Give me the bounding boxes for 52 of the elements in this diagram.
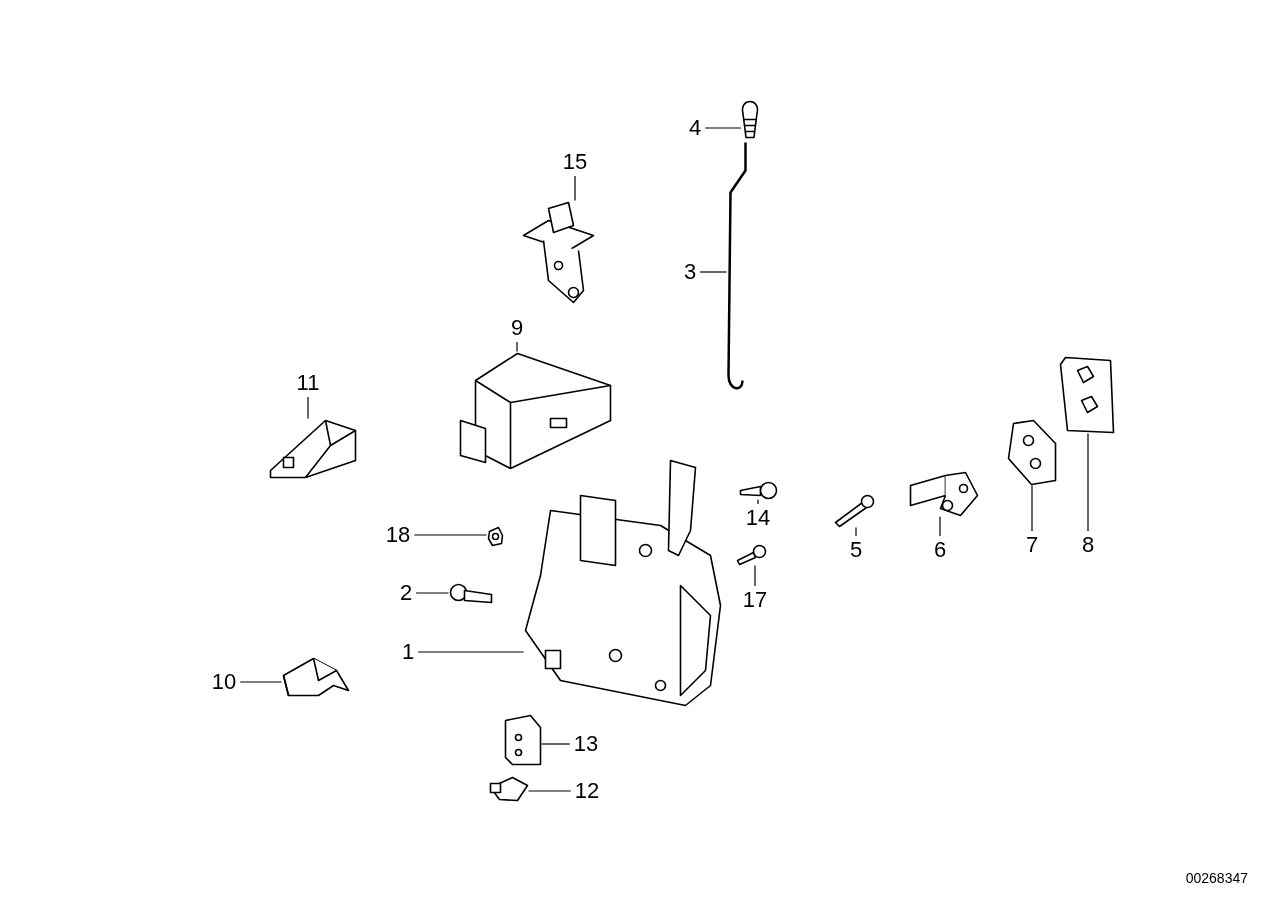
callout-number: 15 [562, 151, 588, 173]
rod-drawing [726, 140, 747, 390]
callout-number: 17 [742, 589, 768, 611]
callout-number: 2 [399, 582, 413, 604]
nut-drawing [486, 525, 504, 547]
leader-line [540, 743, 571, 745]
leader-line [1031, 484, 1033, 532]
leader-line [574, 175, 576, 202]
leader-line [699, 271, 728, 273]
plate-drawing [1058, 355, 1115, 434]
leader-line [417, 651, 525, 653]
callout-number: 5 [849, 539, 863, 561]
screw-drawing [738, 480, 778, 500]
callout-number: 14 [745, 507, 771, 529]
callout-number: 11 [296, 372, 320, 394]
leader-line [754, 564, 756, 587]
knob-drawing [741, 99, 759, 139]
callout-number: 4 [688, 117, 702, 139]
leader-line [307, 396, 309, 420]
callout-number: 10 [211, 671, 237, 693]
screw-drawing [735, 543, 767, 566]
bolt-drawing [448, 582, 493, 604]
callout-number: 12 [574, 780, 600, 802]
clip-drawing [281, 656, 350, 697]
plate-drawing [1006, 418, 1057, 486]
callout-number: 8 [1081, 534, 1095, 556]
leader-line [757, 498, 759, 505]
bracket-drawing [908, 470, 979, 517]
callout-number: 7 [1025, 534, 1039, 556]
latch-drawing [521, 200, 595, 304]
callout-number: 18 [385, 524, 411, 546]
leader-line [239, 681, 283, 683]
callout-number: 3 [683, 261, 697, 283]
callout-number: 6 [933, 539, 947, 561]
drawing-number: 00268347 [1185, 870, 1248, 886]
leader-line [704, 127, 742, 129]
wedge-drawing [268, 418, 357, 479]
leader-line [1087, 432, 1089, 532]
leader-line [516, 341, 518, 353]
callout-number: 1 [401, 641, 415, 663]
screw-drawing [833, 493, 875, 528]
leader-line [415, 592, 450, 594]
leader-line [855, 526, 857, 537]
leader-line [939, 515, 941, 537]
leader-line [527, 790, 572, 792]
clip-drawing [488, 775, 529, 802]
callout-number: 9 [510, 317, 524, 339]
callout-number: 13 [573, 733, 599, 755]
leader-line [413, 534, 488, 536]
control-module-drawing [458, 351, 612, 470]
block-drawing [503, 713, 542, 766]
door-lock-drawing [523, 458, 722, 707]
